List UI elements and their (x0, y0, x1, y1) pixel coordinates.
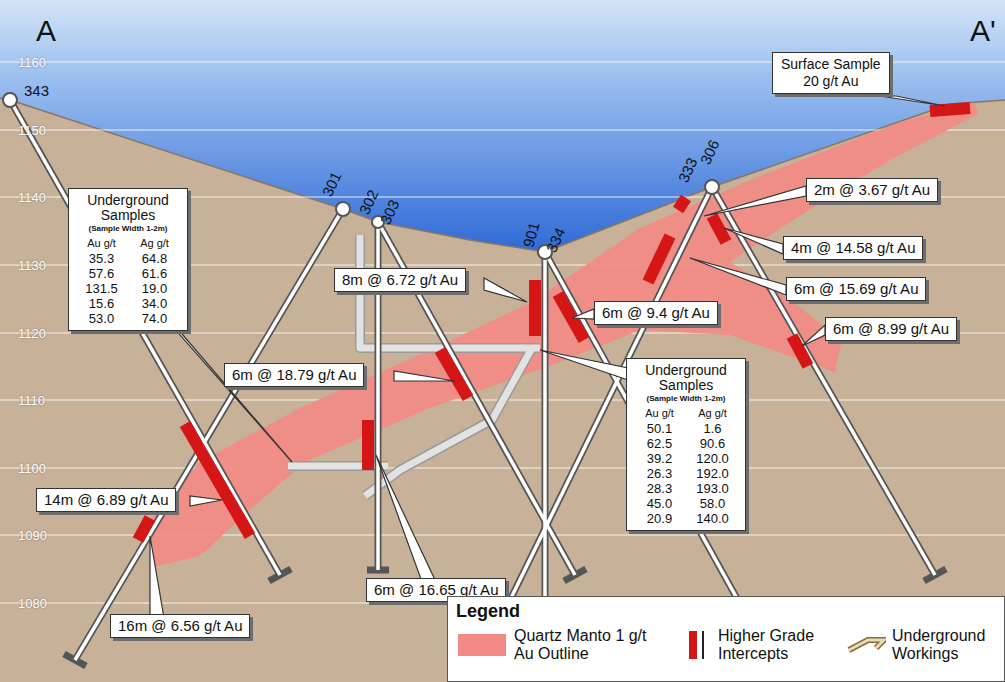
assay-value: 34.0 (128, 296, 181, 311)
samples-grid: Au g/tAg g/t50.11.662.590.639.2120.026.3… (633, 406, 739, 526)
assay-value: 39.2 (633, 451, 686, 466)
assay-value: 15.6 (75, 296, 128, 311)
assay-value: 58.0 (686, 496, 739, 511)
intercept-callout: 14m @ 6.89 g/t Au (36, 488, 176, 512)
assay-value: 26.3 (633, 466, 686, 481)
drill-holes (10, 100, 946, 682)
surface-sample-box: Surface Sample20 g/t Au (772, 52, 890, 94)
elevation: 1160 (18, 55, 46, 70)
assay-value: 53.0 (75, 311, 128, 326)
section-end: A (36, 14, 56, 48)
assay-value: 140.0 (686, 511, 739, 526)
manto-swatch (458, 634, 506, 656)
intercept-callout: 6m @ 18.79 g/t Au (224, 363, 364, 387)
legend-box: LegendQuartz Manto 1 g/t Au Outline Highe… (447, 596, 1005, 682)
elevation-gridlines (0, 62, 1005, 603)
assay-value: 62.5 (633, 436, 686, 451)
intercept-callout: 2m @ 3.67 g/t Au (806, 178, 938, 202)
assay-value: 64.8 (128, 251, 181, 266)
legend-item: Quartz Manto 1 g/t Au Outline (458, 627, 664, 663)
hole-number: 343 (24, 82, 49, 99)
surface-sample-text: 20 g/t Au (781, 73, 881, 90)
column-header: Ag g/t (128, 236, 181, 251)
intercept-text: 16m @ 6.56 g/t Au (118, 617, 242, 635)
assay-value: 90.6 (686, 436, 739, 451)
assay-value: 131.5 (75, 281, 128, 296)
intercept-text: 2m @ 3.67 g/t Au (814, 181, 930, 199)
column-header: Au g/t (75, 236, 128, 251)
assay-value: 61.6 (128, 266, 181, 281)
sky (0, 0, 1005, 252)
elevation: 1100 (18, 461, 46, 476)
samples-table-box: Underground Samples(Sample Width 1-2m) Au… (68, 188, 188, 331)
assay-value: 192.0 (686, 466, 739, 481)
elevation: 1090 (18, 528, 47, 543)
assay-value: 20.9 (633, 511, 686, 526)
elevation: 1150 (18, 123, 46, 138)
assay-value: 50.1 (633, 421, 686, 436)
legend-text: Quartz Manto 1 g/t Au Outline (514, 627, 664, 663)
assay-value: 28.3 (633, 481, 686, 496)
column-header: Ag g/t (686, 406, 739, 421)
intercept-text: 8m @ 6.72 g/t Au (342, 271, 458, 289)
intercept-text: 6m @ 18.79 g/t Au (232, 366, 356, 384)
intercept-callout: 6m @ 8.99 g/t Au (825, 317, 957, 341)
intercept-callout: 4m @ 14.58 g/t Au (783, 236, 923, 260)
assay-value: 19.0 (128, 281, 181, 296)
intercept-callout: 6m @ 9.4 g/t Au (594, 301, 718, 325)
intercept-text: 4m @ 14.58 g/t Au (791, 239, 915, 257)
section-end: A' (970, 14, 996, 48)
assay-value: 57.6 (75, 266, 128, 281)
intercept-text: 6m @ 9.4 g/t Au (602, 304, 710, 322)
elevation: 1120 (18, 326, 46, 341)
assay-value: 35.3 (75, 251, 128, 266)
intercept-text: 6m @ 15.69 g/t Au (794, 280, 918, 298)
workings-symbol (846, 628, 886, 662)
assay-value: 74.0 (128, 311, 181, 326)
samples-grid: Au g/tAg g/t35.364.857.661.6131.519.015.… (75, 236, 181, 326)
legend-item: Higher Grade Intercepts (686, 627, 818, 663)
elevation: 1080 (18, 596, 47, 611)
intercept-callout: 8m @ 6.72 g/t Au (334, 268, 466, 292)
samples-heading: Underground Samples (75, 193, 181, 223)
intercept-callout: 16m @ 6.56 g/t Au (110, 614, 250, 638)
intercept-text: 14m @ 6.89 g/t Au (44, 491, 168, 509)
legend-title: Legend (456, 601, 520, 622)
samples-table-box: Underground Samples(Sample Width 1-2m) Au… (626, 358, 746, 531)
higher-grade-intercepts (138, 108, 970, 540)
legend-text: Higher Grade Intercepts (718, 627, 818, 663)
column-header: Au g/t (633, 406, 686, 421)
sample-width-note: (Sample Width 1-2m) (633, 394, 739, 404)
elevation: 1130 (18, 258, 46, 273)
legend-text: Underground Workings (892, 627, 1005, 663)
intercept-text: 6m @ 8.99 g/t Au (833, 320, 949, 338)
legend-item: Underground Workings (846, 627, 1005, 663)
elevation: 1110 (18, 393, 45, 408)
elevation: 1140 (18, 190, 46, 205)
assay-value: 1.6 (686, 421, 739, 436)
surface-sample-text: Surface Sample (781, 56, 881, 73)
intercept-symbol (686, 628, 712, 662)
intercept-callout: 6m @ 15.69 g/t Au (786, 277, 926, 301)
assay-value: 120.0 (686, 451, 739, 466)
assay-value: 193.0 (686, 481, 739, 496)
quartz-manto (150, 103, 978, 568)
samples-heading: Underground Samples (633, 363, 739, 393)
callout-leaders (150, 96, 945, 618)
sample-width-note: (Sample Width 1-2m) (75, 224, 181, 234)
assay-value: 45.0 (633, 496, 686, 511)
